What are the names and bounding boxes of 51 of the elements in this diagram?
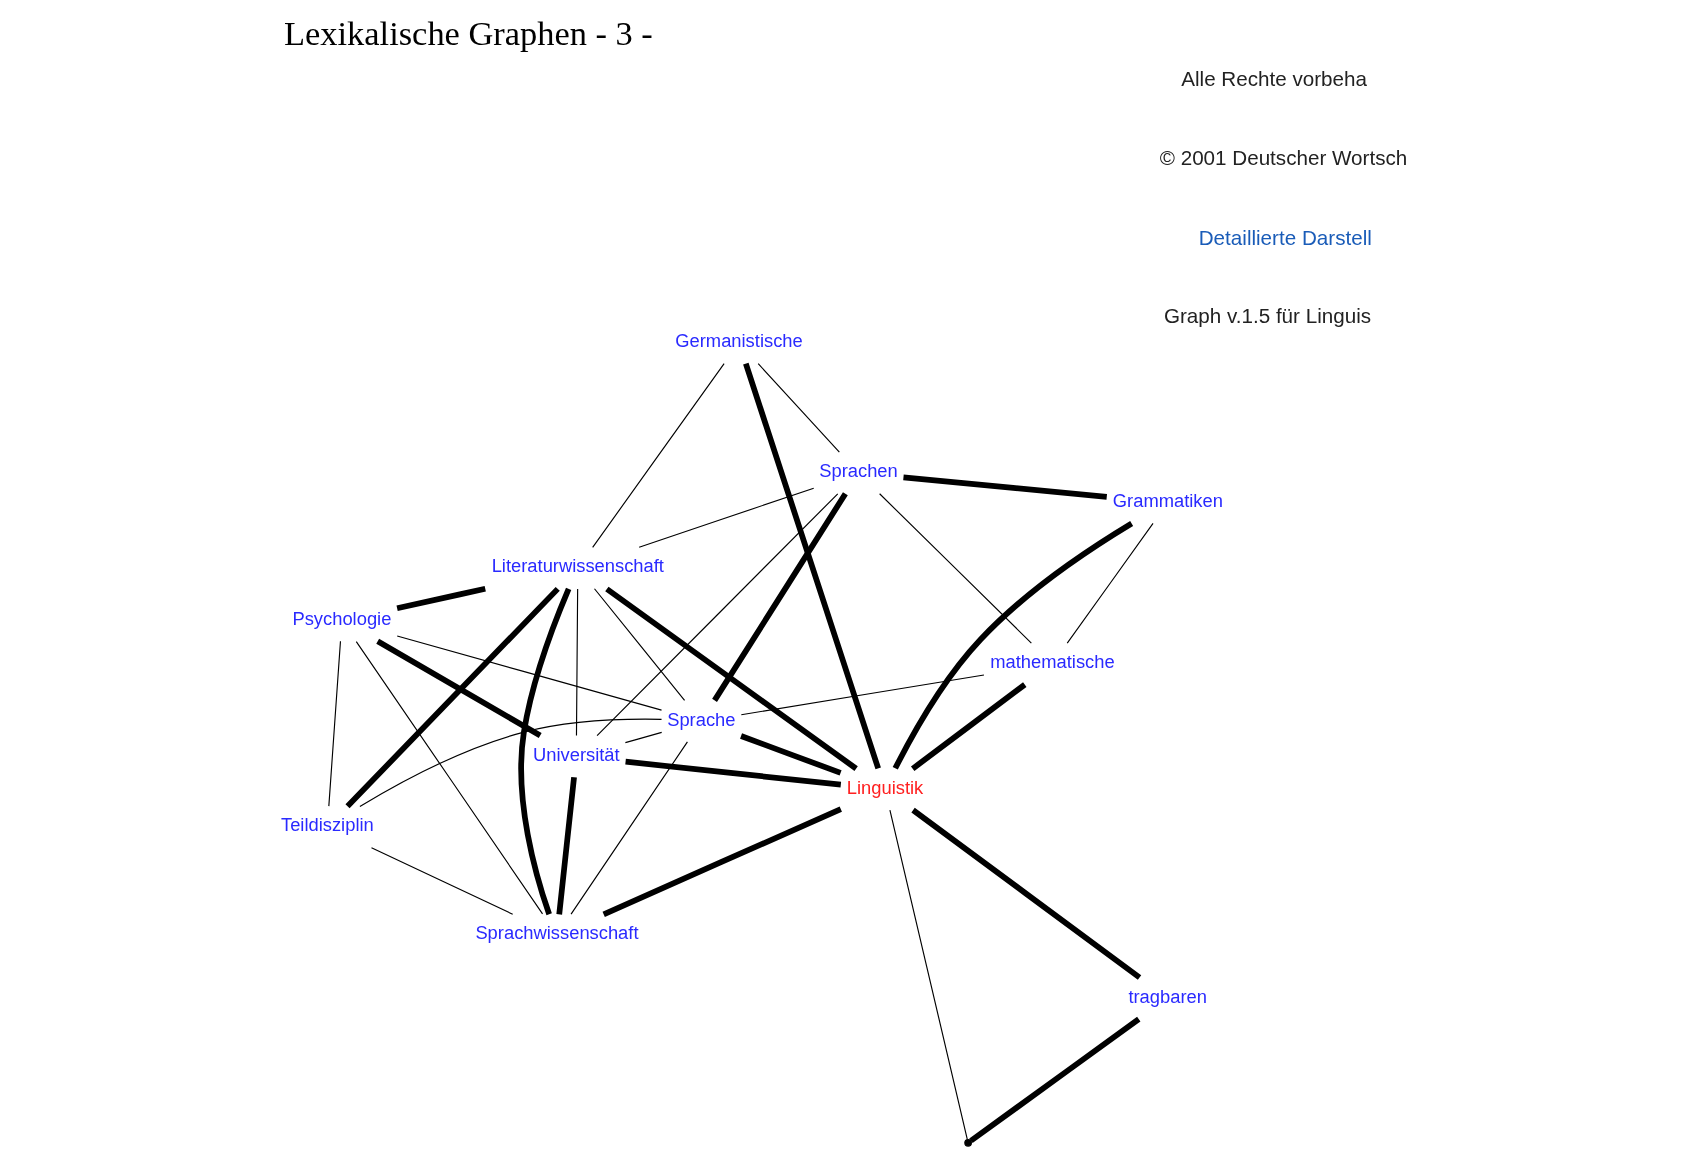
connector — [396, 635, 663, 711]
node-text: Germanistische — [675, 330, 803, 352]
connector — [605, 586, 858, 771]
connector — [757, 363, 840, 453]
connector — [596, 493, 839, 737]
label: Detaillierte Darstell — [1198, 225, 1372, 249]
connector — [518, 587, 572, 916]
connector — [370, 847, 514, 915]
connector — [570, 741, 688, 915]
connector — [345, 586, 560, 809]
node-text: Linguistik — [846, 776, 924, 798]
node-text: Sprachen — [819, 460, 898, 482]
node-text: Teildisziplin — [280, 814, 374, 836]
node-text: Universität — [532, 743, 620, 765]
node-text: Literaturwissenschaft — [491, 555, 664, 577]
diagram-title: Lexikalische Graphen - 3 - — [284, 14, 653, 53]
connector — [593, 588, 686, 701]
connector — [638, 487, 815, 548]
connector — [376, 638, 542, 738]
node-text: Psychologie — [292, 607, 392, 629]
node-text: Sprachwissenschaft — [475, 922, 639, 944]
connector — [879, 493, 1032, 644]
connector — [575, 588, 579, 737]
label: © 2001 Deutscher Wortsch — [1159, 145, 1408, 169]
connector — [396, 585, 486, 612]
connector — [889, 809, 968, 1140]
connector — [355, 641, 544, 915]
connector — [624, 731, 663, 744]
node-text: Grammatiken — [1112, 490, 1223, 512]
connector — [712, 492, 848, 702]
connector — [592, 362, 725, 548]
connector — [740, 733, 842, 776]
connector — [969, 1016, 1141, 1144]
node-text: tragbaren — [1128, 985, 1207, 1007]
node-point — [964, 1138, 972, 1147]
connector — [328, 640, 342, 807]
connector — [602, 806, 842, 917]
connector — [910, 682, 1027, 771]
label: Graph v.1.5 für Linguis — [1163, 303, 1372, 327]
connector — [743, 362, 881, 770]
connector — [1066, 522, 1154, 644]
label: Alle Rechte vorbeha — [1181, 66, 1367, 90]
connector — [625, 758, 842, 788]
connector — [892, 521, 1134, 770]
connector — [911, 807, 1142, 980]
node-text: mathematische — [990, 651, 1115, 673]
node-text: Sprache — [667, 708, 736, 730]
connector — [903, 474, 1108, 500]
connector — [556, 777, 577, 915]
connector — [359, 718, 663, 808]
connector — [740, 674, 985, 716]
